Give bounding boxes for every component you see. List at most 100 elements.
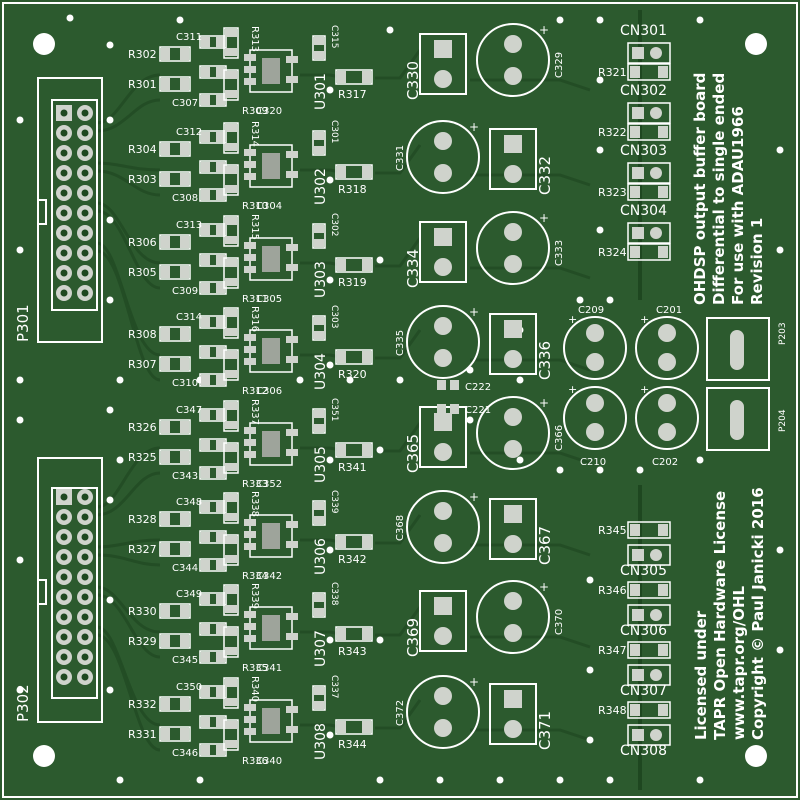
via <box>596 76 604 84</box>
res-r329-outline <box>159 633 191 649</box>
label-c342: C342 <box>256 571 282 582</box>
res-r327-outline <box>159 541 191 557</box>
res-r306-pad-1 <box>161 236 170 248</box>
cap-c369-pad-2 <box>434 627 452 645</box>
header-p301: P301 <box>14 77 103 343</box>
label-c350: C350 <box>176 682 202 693</box>
ic-u303-pin <box>286 244 298 251</box>
power-connector-p203-slot <box>730 330 744 370</box>
header-p302-pin-hole <box>60 673 68 681</box>
res-r308-pad-2 <box>180 328 189 340</box>
label-r303: R303 <box>128 173 157 186</box>
res-r325-pad-2 <box>180 451 189 463</box>
cap-c339-pad-2 <box>314 516 324 524</box>
cap-c339-pad-1 <box>314 502 324 510</box>
title-line-2: Differential to single ended <box>710 73 728 305</box>
res-r315-outline <box>223 215 239 247</box>
label-c367: C367 <box>536 526 554 565</box>
cap-c372-pad-2 <box>434 719 452 737</box>
label-c338: C338 <box>329 582 339 606</box>
trace-in-a <box>96 73 161 125</box>
trace-to-cap <box>375 699 422 730</box>
cap-c301-pad-2 <box>314 146 324 154</box>
cap-c365-pad-1 <box>434 413 452 431</box>
res-r318-pad-2 <box>362 166 371 178</box>
res-r328-pad-1 <box>161 513 170 525</box>
trace-in-a <box>96 201 161 265</box>
res-r320-outline <box>335 349 373 365</box>
res-r305-pad-2 <box>180 266 189 278</box>
res-r337-pad-2 <box>225 421 237 429</box>
trace-in-a <box>96 161 161 172</box>
res-r304-pad-2 <box>180 143 189 155</box>
res-r322-outline <box>627 123 671 141</box>
cap-c366-plus: + <box>539 396 549 410</box>
cap-c201: + C201 <box>635 305 699 380</box>
ic-u302-pad <box>262 153 280 179</box>
res-r307-outline <box>159 356 191 372</box>
label-cn308: CN308 <box>620 743 667 759</box>
res-r345-outline <box>627 521 671 539</box>
res-r319-pad-1 <box>337 259 346 271</box>
label-r338: R338 <box>249 491 260 517</box>
via <box>776 246 784 254</box>
via <box>16 686 24 694</box>
res-r331-pad-2 <box>180 728 189 740</box>
res-r301-pad-2 <box>180 78 189 90</box>
via <box>66 14 74 22</box>
ic-u301-pin <box>244 66 256 73</box>
label-r337: R337 <box>249 399 260 425</box>
trace-cap-link <box>470 635 591 649</box>
cap-c307-pad-1 <box>201 95 210 105</box>
res-r336-outline <box>223 719 239 751</box>
trace-in-b <box>96 593 161 659</box>
res-r319-pad-2 <box>362 259 371 271</box>
cap-c313-mid-pad-1 <box>201 162 210 172</box>
res-r334-pad-2 <box>225 555 237 563</box>
ic-u307-pin <box>244 635 256 642</box>
res-r326-outline <box>159 419 191 435</box>
via <box>376 776 384 784</box>
connector-cn302-pad-2 <box>650 107 662 119</box>
via <box>606 296 614 304</box>
cap-c209-outline <box>563 316 627 380</box>
res-r320-pad-2 <box>362 351 371 363</box>
cap-c350-outline <box>199 685 227 699</box>
res-r312-pad-1 <box>225 351 237 359</box>
cap-c312-outline <box>199 130 227 144</box>
label-r315: R315 <box>249 214 260 240</box>
cap-c210-pad-2 <box>586 423 604 441</box>
label-c303: C303 <box>329 305 339 328</box>
ic-u301-pin <box>244 78 256 85</box>
via <box>116 376 124 384</box>
via <box>496 776 504 784</box>
res-r347-pad-1 <box>630 644 640 656</box>
res-r335-pad-2 <box>225 647 237 655</box>
connector-cn306-pad-1 <box>632 609 644 621</box>
cap-c371-pad-1 <box>504 690 522 708</box>
trace-cap-link <box>470 266 591 280</box>
connector-cn301-outline <box>627 42 671 64</box>
cap-c350-pad-2 <box>216 687 225 697</box>
cap-c349-mid-pad-2 <box>216 532 225 542</box>
res-r348-outline <box>627 701 671 719</box>
label-r307: R307 <box>128 358 157 371</box>
via <box>776 146 784 154</box>
cap-c302-pad-1 <box>314 225 324 233</box>
cap-c310-pad-2 <box>216 375 225 385</box>
label-r306: R306 <box>128 236 157 249</box>
label-r310: R310 <box>242 201 268 212</box>
cap-c349-mid-pad-1 <box>201 532 210 542</box>
header-p302-pin-hole <box>81 533 89 541</box>
cap-c314-mid-pad-2 <box>216 255 225 265</box>
trace-cap-link <box>470 451 591 465</box>
res-r313-pad-1 <box>225 29 237 37</box>
res-r340-pad-1 <box>225 679 237 687</box>
res-r343-pad-1 <box>337 628 346 640</box>
via <box>116 776 124 784</box>
res-r342-pad-1 <box>337 536 346 548</box>
label-r348: R348 <box>598 704 627 717</box>
cap-c331-pad-2 <box>434 164 452 182</box>
